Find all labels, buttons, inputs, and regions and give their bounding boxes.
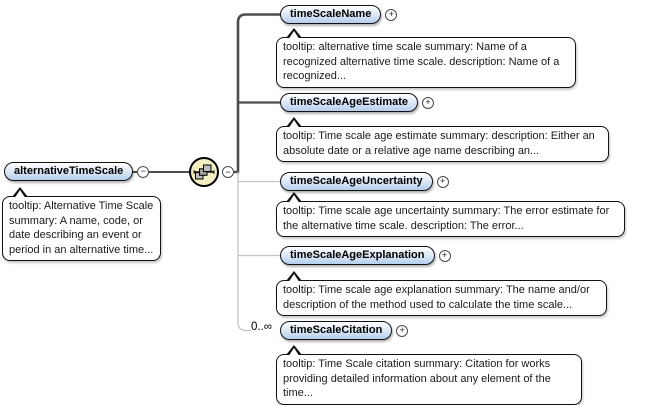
element-timeScaleAgeEstimate[interactable]: timeScaleAgeEstimate [280, 93, 418, 112]
tooltip-timeScaleAgeEstimate: tooltip: Time scale age estimate summary… [276, 117, 609, 162]
compositor-toggle-row: − [222, 166, 234, 178]
element-label: timeScaleName [290, 8, 372, 20]
plus-icon: + [399, 325, 405, 335]
element-label: timeScaleAgeExplanation [290, 249, 425, 261]
expand-toggle-timeScaleAgeExplanation[interactable]: + [438, 249, 451, 262]
element-timeScaleName[interactable]: timeScaleName [280, 5, 382, 24]
element-timeScaleAgeExplanation[interactable]: timeScaleAgeExplanation [280, 246, 435, 265]
element-alternativeTimeScale[interactable]: alternativeTimeScale [4, 162, 134, 181]
child-element-row: timeScaleName + [280, 5, 398, 24]
tooltip-timeScaleCitation: tooltip: Time Scale citation summary: Ci… [276, 345, 582, 405]
child-element-row: timeScaleCitation + [280, 321, 409, 340]
element-label: alternativeTimeScale [14, 165, 124, 177]
tooltip-timeScaleAgeExplanation: tooltip: Time scale age explanation summ… [276, 271, 607, 316]
plus-icon: + [425, 97, 431, 107]
multiplicity-label: 0..∞ [251, 321, 272, 333]
element-label: timeScaleAgeUncertainty [290, 175, 423, 187]
minus-icon: − [140, 166, 146, 176]
expand-toggle-timeScaleCitation[interactable]: + [396, 324, 409, 337]
child-element-row: timeScaleAgeUncertainty + [280, 172, 449, 191]
expand-toggle-timeScaleAgeEstimate[interactable]: + [422, 96, 434, 109]
collapse-toggle-root[interactable]: − [137, 165, 150, 178]
plus-icon: + [388, 9, 394, 19]
expand-toggle-timeScaleName[interactable]: + [385, 8, 398, 21]
element-timeScaleCitation[interactable]: timeScaleCitation [280, 321, 393, 340]
element-timeScaleAgeUncertainty[interactable]: timeScaleAgeUncertainty [280, 172, 433, 191]
element-label: timeScaleCitation [290, 324, 383, 336]
tooltip-timeScaleName: tooltip: alternative time scale summary:… [276, 28, 576, 88]
root-element-row: alternativeTimeScale − [4, 162, 150, 181]
tooltip-alternativeTimeScale: tooltip: Alternative Time Scale summary:… [2, 187, 161, 261]
child-element-row: timeScaleAgeEstimate + [280, 93, 434, 112]
plus-icon: + [440, 176, 446, 186]
sequence-compositor-icon[interactable] [188, 156, 220, 188]
expand-toggle-timeScaleAgeUncertainty[interactable]: + [436, 175, 449, 188]
tooltip-timeScaleAgeUncertainty: tooltip: Time scale age uncertainty summ… [276, 192, 625, 237]
minus-icon: − [225, 166, 231, 177]
plus-icon: + [441, 250, 448, 260]
element-label: timeScaleAgeEstimate [290, 96, 408, 108]
collapse-toggle-compositor[interactable]: − [222, 166, 234, 178]
child-element-row: timeScaleAgeExplanation + [280, 246, 451, 265]
